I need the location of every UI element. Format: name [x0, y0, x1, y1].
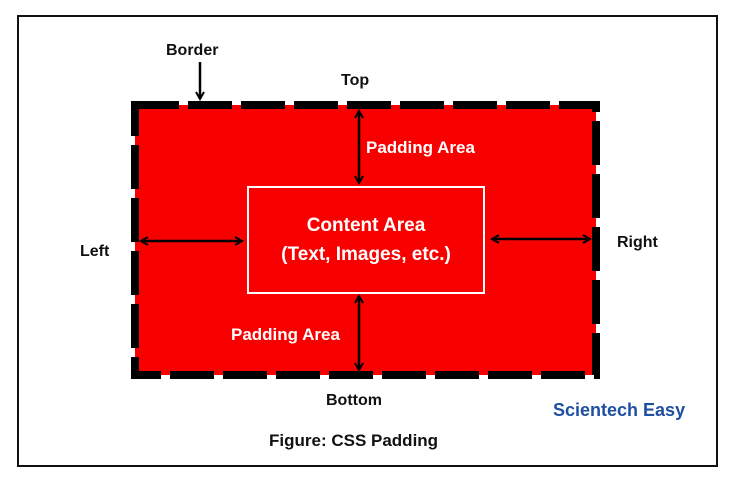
top-label: Top — [341, 72, 370, 89]
watermark: Scientech Easy — [553, 400, 686, 420]
dashed-border — [131, 101, 600, 379]
left-label: Left — [80, 243, 110, 260]
border-label: Border — [166, 42, 219, 59]
right-label: Right — [617, 234, 658, 251]
bottom-label: Bottom — [326, 392, 382, 409]
padding-area-bottom-label: Padding Area — [231, 325, 340, 344]
content-area-subtitle: (Text, Images, etc.) — [281, 244, 451, 265]
content-area: Content Area (Text, Images, etc.) — [247, 186, 485, 294]
figure-caption: Figure: CSS Padding — [269, 431, 439, 450]
padding-area-top-label: Padding Area — [366, 138, 475, 157]
content-area-title: Content Area — [306, 215, 426, 236]
